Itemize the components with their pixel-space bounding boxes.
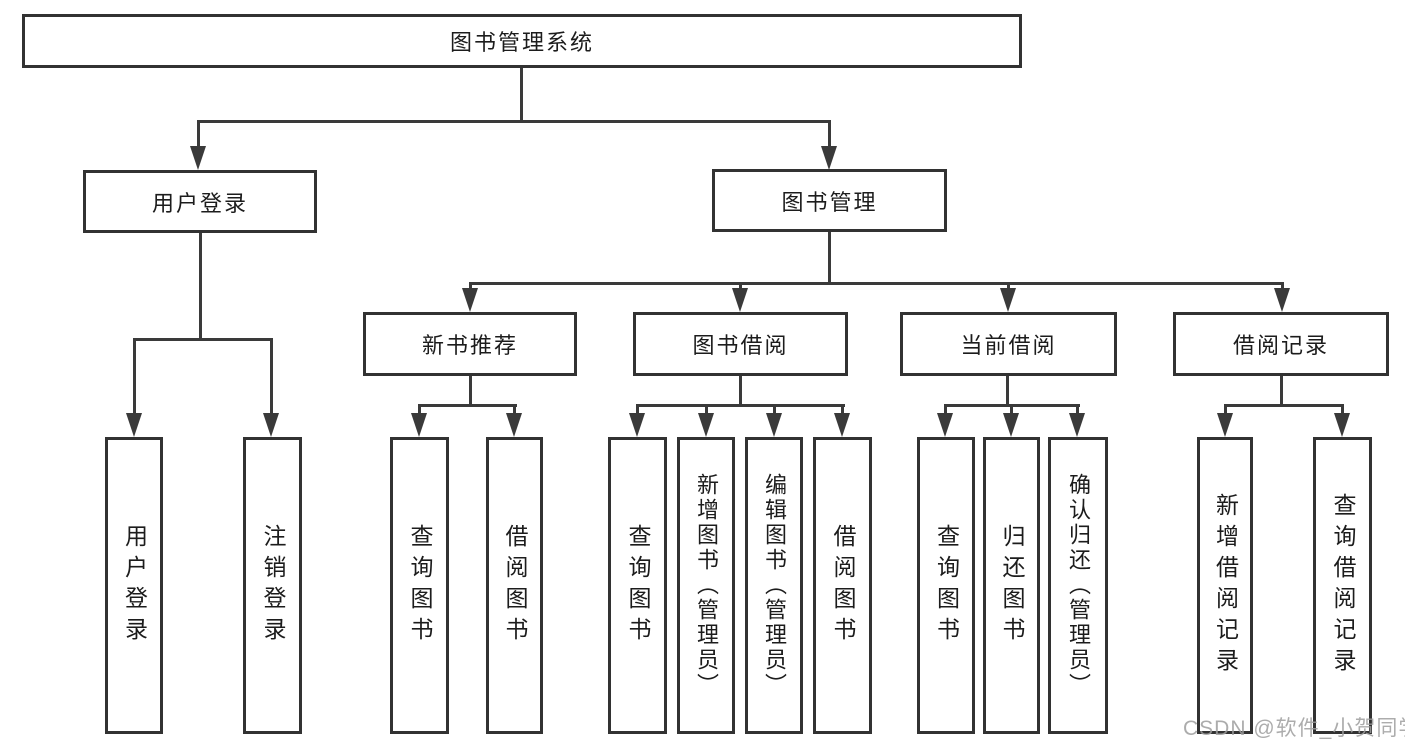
- connector-current-stem: [1006, 376, 1009, 407]
- connector-root-drop-right: [828, 120, 831, 148]
- connector-borrow-drop-2: [705, 404, 708, 415]
- watermark: CSDN @软件_小贺同学: [1183, 717, 1405, 740]
- connector-bookmgmt-drop-4: [1281, 282, 1284, 292]
- node-book-management-label: 图书管理: [781, 189, 878, 215]
- connector-bookmgmt-stem: [828, 232, 831, 284]
- node-borrow-records-label: 借阅记录: [1232, 333, 1329, 358]
- leaf-current-confirm-return-admin-label: 确认归还（管理员）: [1066, 473, 1091, 698]
- node-root: 图书管理系统: [22, 14, 1022, 68]
- leaf-records-add-record: 新增借阅记录: [1197, 437, 1253, 734]
- connector-borrow-hline: [636, 404, 845, 407]
- connector-userlogin-drop-right: [270, 338, 273, 415]
- arrow-down-icon: [126, 413, 142, 437]
- leaf-records-query-record: 查询借阅记录: [1313, 437, 1372, 734]
- connector-borrow-drop-3: [773, 404, 776, 415]
- arrow-down-icon: [629, 413, 645, 437]
- leaf-borrow-edit-books-admin: 编辑图书（管理员）: [745, 437, 803, 734]
- arrow-down-icon: [821, 146, 837, 170]
- leaf-logout-label: 注销登录: [260, 523, 286, 648]
- connector-root-stem: [520, 68, 523, 123]
- leaf-borrow-edit-books-admin-label: 编辑图书（管理员）: [762, 473, 787, 698]
- arrow-down-icon: [1217, 413, 1233, 437]
- node-new-book-recommend-label: 新书推荐: [421, 333, 518, 358]
- leaf-current-return-books-label: 归还图书: [999, 523, 1025, 648]
- connector-recommend-drop-1: [418, 404, 421, 415]
- connector-userlogin-stem: [199, 233, 202, 340]
- arrow-down-icon: [462, 288, 478, 312]
- leaf-borrow-borrow-books: 借阅图书: [813, 437, 872, 734]
- arrow-down-icon: [190, 146, 206, 170]
- arrow-down-icon: [834, 413, 850, 437]
- node-user-login-label: 用户登录: [151, 190, 248, 216]
- leaf-recommend-query-books-label: 查询图书: [407, 523, 433, 648]
- arrow-down-icon: [1000, 288, 1016, 312]
- arrow-down-icon: [1003, 413, 1019, 437]
- node-user-login: 用户登录: [83, 170, 317, 233]
- connector-bookmgmt-drop-1: [469, 282, 472, 292]
- leaf-records-add-record-label: 新增借阅记录: [1212, 492, 1239, 679]
- connector-borrow-stem: [739, 376, 742, 407]
- node-book-management: 图书管理: [712, 169, 947, 232]
- connector-records-drop-1: [1224, 404, 1227, 415]
- node-book-borrow: 图书借阅: [633, 312, 848, 376]
- connector-recommend-hline: [418, 404, 517, 407]
- leaf-logout: 注销登录: [243, 437, 302, 734]
- connector-userlogin-drop-left: [133, 338, 136, 415]
- leaf-borrow-query-books-label: 查询图书: [625, 523, 651, 648]
- arrow-down-icon: [263, 413, 279, 437]
- arrow-down-icon: [732, 288, 748, 312]
- arrow-down-icon: [1334, 413, 1350, 437]
- leaf-current-confirm-return-admin: 确认归还（管理员）: [1048, 437, 1108, 734]
- connector-userlogin-hline: [133, 338, 273, 341]
- leaf-user-login: 用户登录: [105, 437, 163, 734]
- connector-bookmgmt-drop-2: [739, 282, 742, 292]
- leaf-current-return-books: 归还图书: [983, 437, 1040, 734]
- leaf-borrow-add-books-admin: 新增图书（管理员）: [677, 437, 735, 734]
- leaf-current-query-books: 查询图书: [917, 437, 975, 734]
- arrow-down-icon: [411, 413, 427, 437]
- leaf-borrow-add-books-admin-label: 新增图书（管理员）: [694, 473, 719, 698]
- node-book-borrow-label: 图书借阅: [692, 333, 789, 358]
- connector-current-drop-1: [944, 404, 947, 415]
- node-current-borrow: 当前借阅: [900, 312, 1117, 376]
- connector-records-stem: [1280, 376, 1283, 407]
- connector-records-drop-2: [1341, 404, 1344, 415]
- leaf-user-login-label: 用户登录: [121, 523, 148, 648]
- connector-current-drop-3: [1076, 404, 1079, 415]
- connector-borrow-drop-1: [636, 404, 639, 415]
- node-root-label: 图书管理系统: [449, 30, 594, 55]
- arrow-down-icon: [698, 413, 714, 437]
- connector-current-drop-2: [1010, 404, 1013, 415]
- arrow-down-icon: [1069, 413, 1085, 437]
- arrow-down-icon: [506, 413, 522, 437]
- connector-bookmgmt-hline: [469, 282, 1282, 285]
- leaf-borrow-query-books: 查询图书: [608, 437, 667, 734]
- leaf-current-query-books-label: 查询图书: [933, 523, 960, 648]
- leaf-recommend-borrow-books: 借阅图书: [486, 437, 543, 734]
- leaf-borrow-borrow-books-label: 借阅图书: [830, 523, 856, 648]
- leaf-recommend-query-books: 查询图书: [390, 437, 449, 734]
- node-borrow-records: 借阅记录: [1173, 312, 1389, 376]
- node-new-book-recommend: 新书推荐: [363, 312, 577, 376]
- arrow-down-icon: [766, 413, 782, 437]
- node-current-borrow-label: 当前借阅: [960, 333, 1057, 358]
- arrow-down-icon: [1274, 288, 1290, 312]
- connector-recommend-drop-2: [513, 404, 516, 415]
- leaf-recommend-borrow-books-label: 借阅图书: [502, 523, 528, 648]
- connector-recommend-stem: [469, 376, 472, 407]
- connector-borrow-drop-4: [841, 404, 844, 415]
- leaf-records-query-record-label: 查询借阅记录: [1330, 492, 1356, 679]
- connector-root-hline: [197, 120, 831, 123]
- connector-bookmgmt-drop-3: [1007, 282, 1010, 292]
- arrow-down-icon: [937, 413, 953, 437]
- connector-root-drop-left: [197, 120, 200, 148]
- connector-records-hline: [1224, 404, 1344, 407]
